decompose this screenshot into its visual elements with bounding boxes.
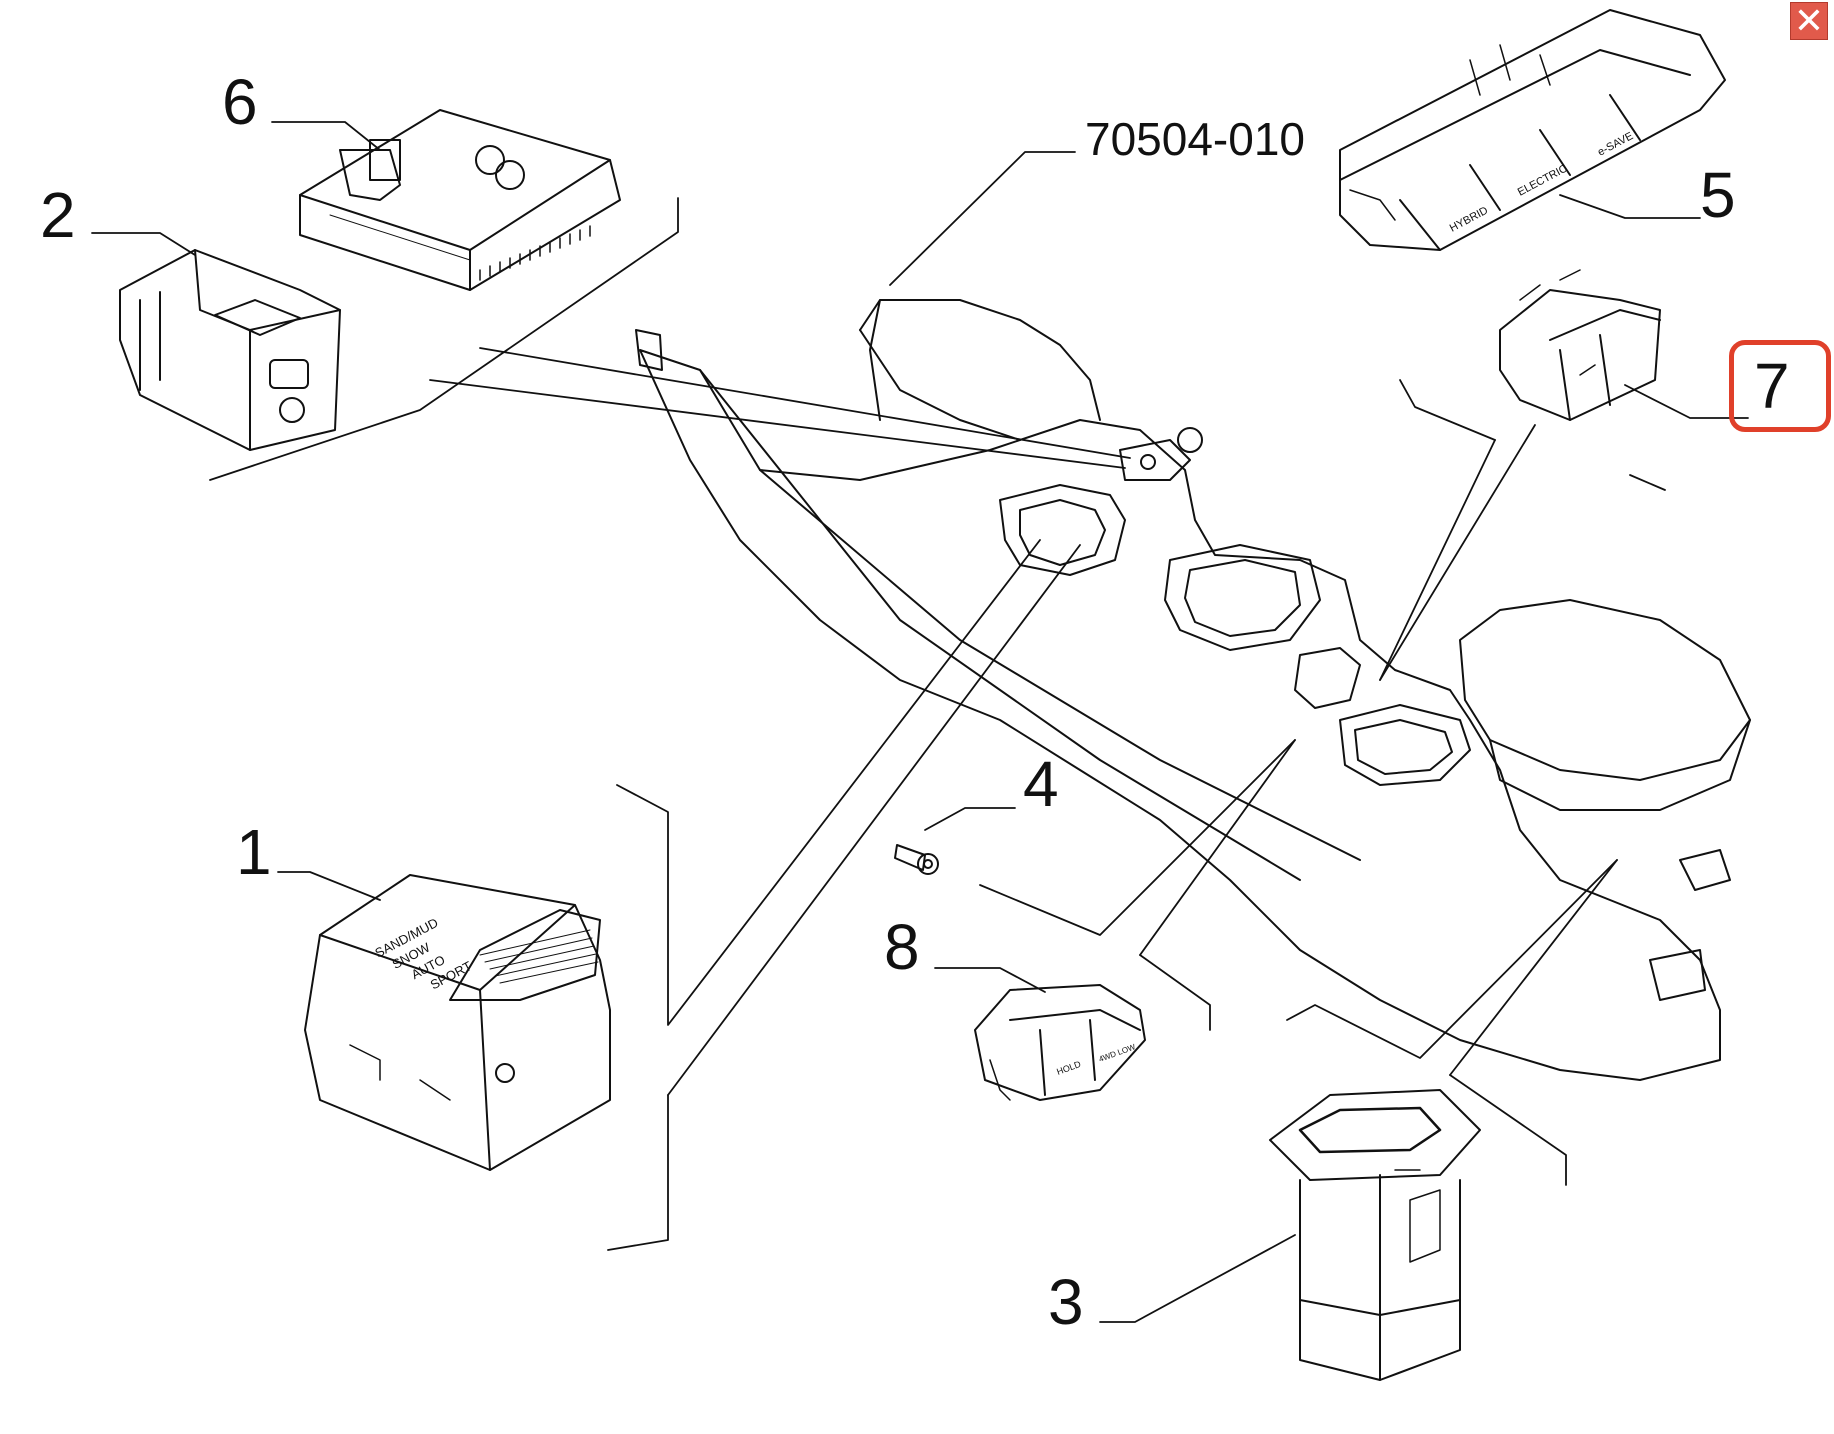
callout-8[interactable]: 8 [884,911,920,983]
close-button[interactable]: ✕ [1790,2,1828,40]
part-8-label-hold: HOLD [1055,1059,1082,1077]
center-console-drawing [635,299,1751,1081]
part-3-usb-socket-drawing [1269,1089,1481,1381]
callout-4[interactable]: 4 [1023,748,1059,820]
callout-2[interactable]: 2 [40,179,76,251]
part-8-hold-switch-drawing [974,984,1146,1101]
assembly-code-label[interactable]: 70504-010 [1085,113,1305,165]
callout-1[interactable]: 1 [236,816,272,888]
part-8-label-4wd-low: 4WD LOW [1098,1042,1137,1064]
callout-6[interactable]: 6 [222,66,258,138]
part-1-label-group: SAND/MUD SNOW AUTO SPORT [372,915,474,993]
callout-7[interactable]: 7 [1754,350,1790,422]
leader-lines [91,121,1749,1323]
part-2-usb-aux-port-drawing [119,249,341,451]
part-7-switch-drawing [1499,269,1661,421]
part-5-drive-mode-switch-drawing [1339,9,1726,251]
callout-3[interactable]: 3 [1048,1266,1084,1338]
selected-callout-highlight [1729,340,1831,432]
part-1-terrain-selector-drawing [304,874,611,1171]
callout-5[interactable]: 5 [1700,159,1736,231]
part-5-label-hybrid: HYBRID [1448,205,1490,235]
part-6-control-module-drawing [299,109,621,291]
close-icon: ✕ [1793,0,1825,41]
part-4-screw-drawing [894,844,939,875]
part-5-label-electric: ELECTRIC [1516,162,1570,198]
